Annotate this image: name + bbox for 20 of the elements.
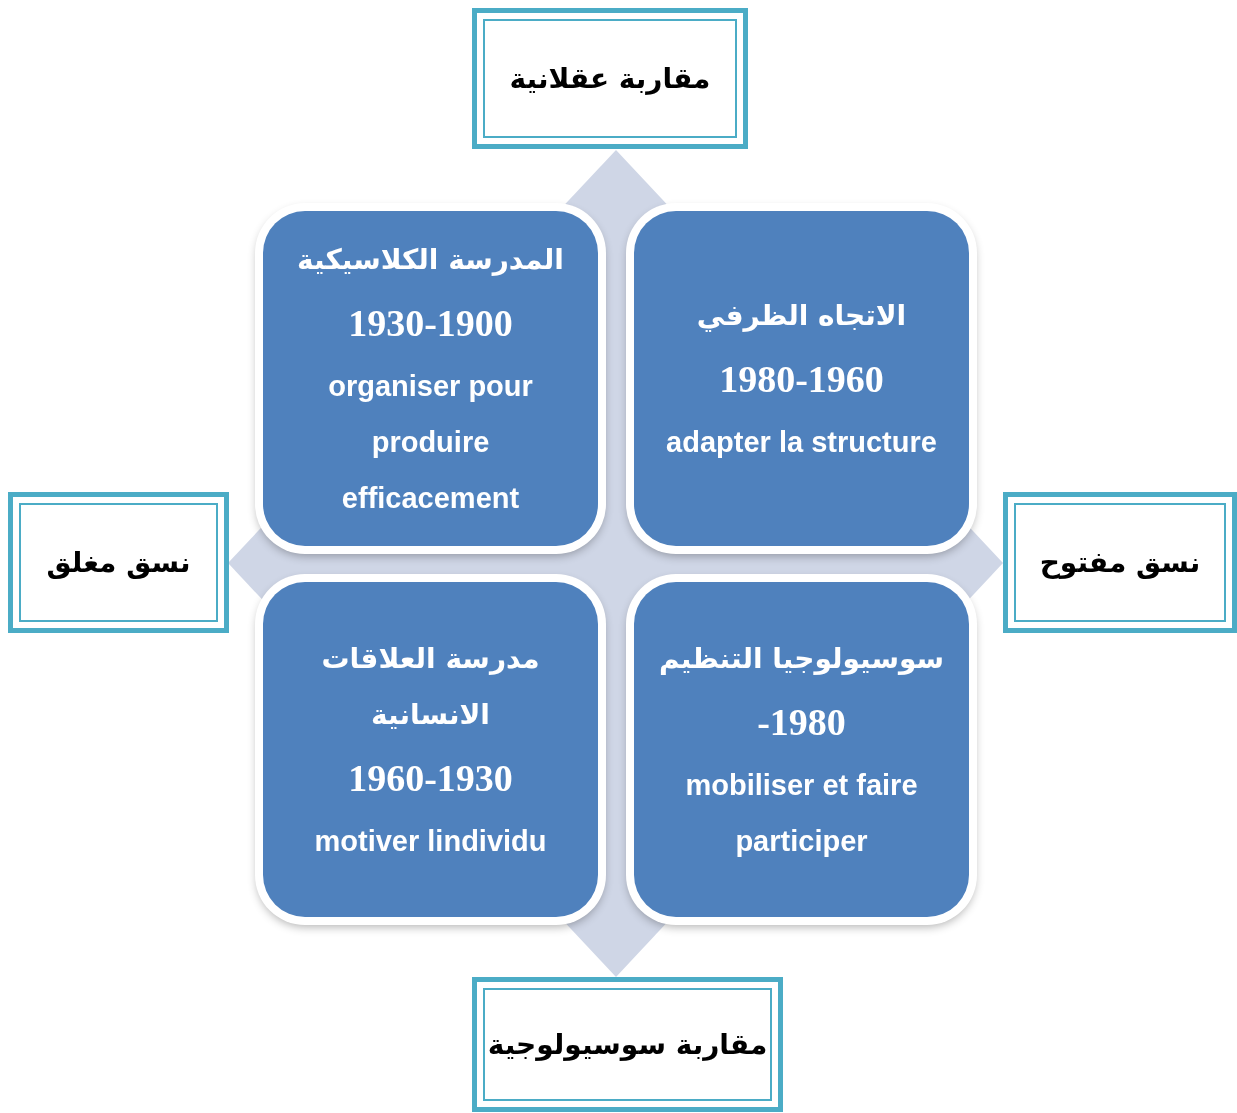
school-title: مدرسة العلاقات الانسانية [320, 640, 541, 733]
axis-label: نسق مغلق [46, 546, 191, 579]
axis-label: نسق مفتوح [1039, 546, 1201, 579]
goal-text: motiver lindividu [314, 823, 547, 859]
axis-label: مقاربة سوسيولوجية [487, 1028, 768, 1061]
school-title: الاتجاه الظرفي [696, 297, 907, 334]
goal-text: organiser pour produire efficacement [327, 368, 534, 516]
school-title: سوسيولوجيا التنظيم [658, 640, 945, 677]
year-range: 1960-1930 [348, 755, 513, 801]
axis-label-box [8, 492, 229, 633]
year-range: -1980 [757, 699, 846, 745]
axis-label-box [1003, 492, 1237, 633]
goal-text: adapter la structure [666, 424, 937, 460]
goal-text: mobiliser et faire participer [684, 767, 919, 859]
axis-label: مقاربة عقلانية [509, 62, 711, 95]
axis-label-box [472, 8, 748, 149]
school-title: المدرسة الكلاسيكية [297, 241, 564, 278]
axis-label-box [472, 977, 783, 1112]
year-range: 1980-1960 [719, 356, 884, 402]
year-range: 1930-1900 [348, 300, 513, 346]
